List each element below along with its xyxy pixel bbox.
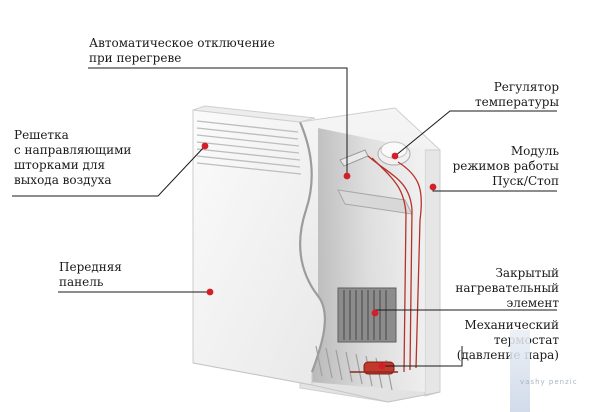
label-auto-shutoff: Автоматическое отключение при перегреве xyxy=(89,36,275,65)
label-mode-module: Модуль режимов работы Пуск/Стоп xyxy=(452,144,559,188)
label-temp-regulator: Регулятор температуры xyxy=(475,80,559,109)
marker-overheat xyxy=(343,172,351,180)
marker-front-panel xyxy=(206,288,214,296)
watermark-text: vashy penzic xyxy=(520,378,578,386)
label-mech-thermostat: Механический термостат (давление пара) xyxy=(456,318,559,362)
label-grille: Решетка с направляющими шторками для вых… xyxy=(14,128,132,187)
wiring xyxy=(367,155,423,373)
marker-heating-element xyxy=(371,309,379,317)
cutaway-edge xyxy=(298,121,326,373)
mechanical-thermostat xyxy=(350,361,398,375)
marker-grille xyxy=(201,142,209,150)
grille-slats xyxy=(196,120,302,175)
watermark-strip xyxy=(510,330,530,412)
leader-lines xyxy=(12,67,557,367)
marker-regulator xyxy=(391,152,399,160)
housing-top xyxy=(192,105,316,123)
heating-element xyxy=(337,287,397,343)
marker-thermostat xyxy=(378,362,386,370)
marker-mode-module xyxy=(429,183,437,191)
label-heating-element: Закрытый нагревательный элемент xyxy=(455,266,559,310)
markers xyxy=(201,142,437,370)
label-front-panel: Передняя панель xyxy=(59,260,122,289)
housing-bottom xyxy=(192,362,441,403)
